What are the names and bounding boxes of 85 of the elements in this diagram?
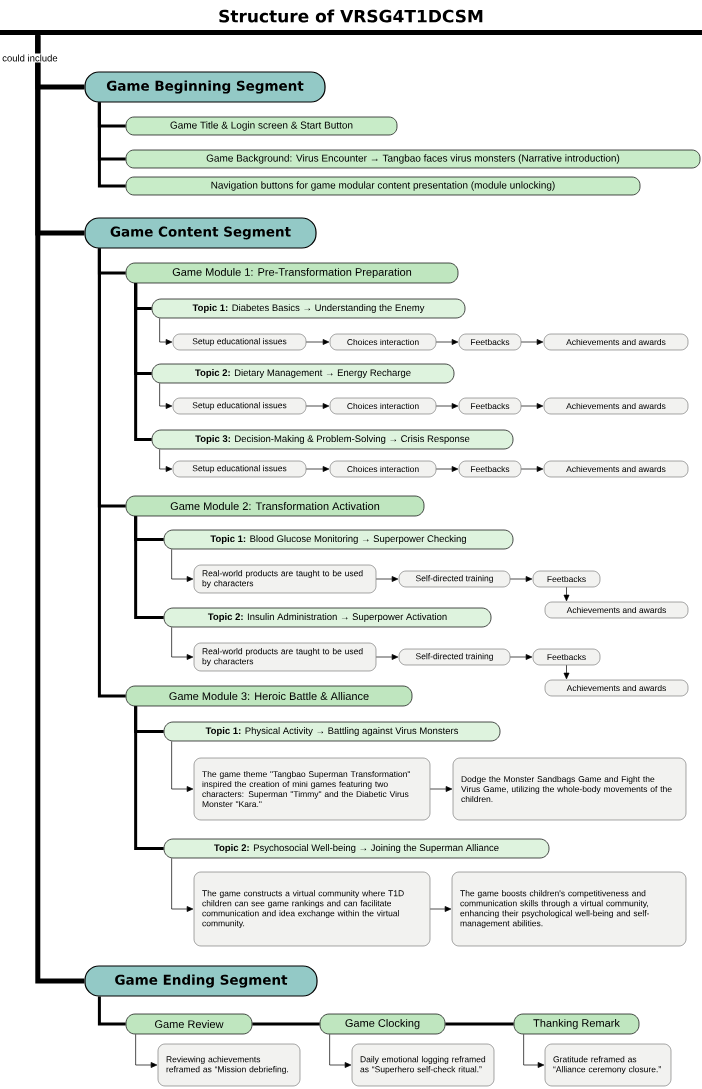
description-box: Gratitude reframed as “Alliance ceremony closure.”: [544, 1043, 672, 1087]
connector-line: [97, 996, 126, 1026]
arrow: [509, 654, 533, 660]
annotation-label: could include: [1, 53, 59, 63]
step-box: Feetbacks: [458, 333, 522, 351]
item-box: Game Review: [125, 1013, 253, 1035]
step-box: Self-directed training: [398, 570, 511, 588]
step-box: Feetbacks: [532, 570, 601, 588]
description-box: Real-world products are taught to be used by characters: [193, 564, 377, 594]
arrow: [159, 449, 173, 472]
step-box: Setup educational issues: [172, 460, 307, 478]
step-box: Choices interaction: [329, 333, 437, 351]
arrow: [429, 906, 452, 912]
description-box: The game boosts children's competitiveness and communication skills through a virtual community, enhancing their psychological well-being and self-management abilities.: [451, 871, 687, 947]
step-box: Feetbacks: [458, 397, 522, 415]
segment-box: Game Beginning Segment: [84, 71, 326, 103]
connector-line: [97, 248, 126, 698]
arrow: [520, 403, 544, 409]
arrow: [429, 786, 453, 792]
arrow: [509, 576, 533, 582]
step-box: Setup educational issues: [172, 397, 307, 415]
connector-line: [134, 516, 164, 619]
step-box: Self-directed training: [398, 648, 511, 666]
content-box: Game Title & Login screen & Start Button: [125, 116, 398, 136]
connector-line: [134, 283, 152, 441]
arrow: [523, 1034, 545, 1068]
arrow: [159, 383, 173, 409]
arrow: [171, 741, 194, 792]
arrow: [171, 858, 194, 912]
step-box: Choices interaction: [329, 460, 437, 478]
description-box: Daily emotional logging reframed as “Superhero self-check ritual.”: [351, 1043, 495, 1087]
description-box: Reviewing achievements reframed as “Mission debriefing.: [157, 1043, 301, 1087]
topic-box: Topic 2: Dietary Management → Energy Recharge: [151, 363, 455, 384]
arrow: [520, 339, 544, 345]
step-box: Achievements and awards: [543, 460, 689, 478]
header-bar: [0, 30, 702, 35]
description-box: The game constructs a virtual community where T1D children can see game rankings and can facilitate communication and idea exchange within the virtual community.: [193, 871, 431, 947]
arrow: [329, 1034, 352, 1068]
topic-box: Topic 1: Blood Glucose Monitoring → Superpower Checking: [163, 529, 514, 550]
arrow: [171, 627, 194, 660]
connector-line: [252, 1022, 320, 1026]
content-box: Navigation buttons for game modular content presentation (module unlocking): [125, 176, 641, 196]
arrow: [375, 654, 399, 660]
arrow: [563, 586, 570, 602]
module-box: Game Module 3: Heroic Battle & Alliance: [125, 685, 413, 707]
arrow: [435, 339, 459, 345]
topic-box: Topic 1: Diabetes Basics → Understanding the Enemy: [151, 298, 466, 319]
arrow: [435, 403, 459, 409]
arrow: [305, 466, 330, 472]
arrow: [375, 576, 399, 582]
description-box: Real-world products are taught to be used by characters: [193, 642, 377, 672]
step-box: Achievements and awards: [544, 679, 689, 697]
step-box: Choices interaction: [329, 397, 437, 415]
arrow: [171, 549, 194, 582]
description-box: Dodge the Monster Sandbags Game and Fight the Virus Game, utilizing the whole-body movements of the children.: [452, 757, 687, 821]
connector-line: [97, 102, 126, 188]
item-box: Thanking Remark: [513, 1013, 640, 1035]
step-box: Feetbacks: [532, 648, 601, 666]
topic-box: Topic 2: Psychosocial Well-being → Joining the Superman Alliance: [163, 838, 550, 859]
step-box: Achievements and awards: [544, 601, 689, 619]
module-box: Game Module 1: Pre-Transformation Preparation: [125, 262, 459, 284]
topic-box: Topic 3: Decision-Making & Problem-Solving → Crisis Response: [151, 429, 514, 450]
arrow: [305, 339, 330, 345]
item-box: Game Clocking: [319, 1013, 446, 1035]
step-box: Achievements and awards: [543, 397, 689, 415]
segment-box: Game Ending Segment: [84, 965, 318, 997]
step-box: Feetbacks: [458, 460, 522, 478]
arrow: [305, 403, 330, 409]
arrow: [435, 466, 459, 472]
topic-box: Topic 1: Physical Activity → Battling against Virus Monsters: [163, 721, 501, 742]
step-box: Achievements and awards: [543, 333, 689, 351]
description-box: The game theme "Tangbao Superman Transformation" inspired the creation of mini games featuring two characters: Superman "Timmy" and the Diabetic Virus Monster "Kara.": [193, 757, 431, 821]
step-box: Setup educational issues: [172, 333, 307, 351]
arrow: [159, 318, 173, 345]
arrow: [563, 664, 570, 680]
content-box: Game Background: Virus Encounter → Tangbao faces virus monsters (Narrative introduction): [125, 149, 701, 169]
segment-box: Game Content Segment: [84, 217, 317, 249]
arrow: [135, 1034, 158, 1068]
title: Structure of VRSG4T1DCSM: [219, 9, 483, 23]
arrow: [520, 466, 544, 472]
connector-line: [35, 35, 85, 984]
connector-line: [134, 706, 164, 850]
topic-box: Topic 2: Insulin Administration → Superpower Activation: [163, 607, 492, 628]
connector-line: [445, 1022, 514, 1026]
module-box: Game Module 2: Transformation Activation: [125, 495, 425, 517]
